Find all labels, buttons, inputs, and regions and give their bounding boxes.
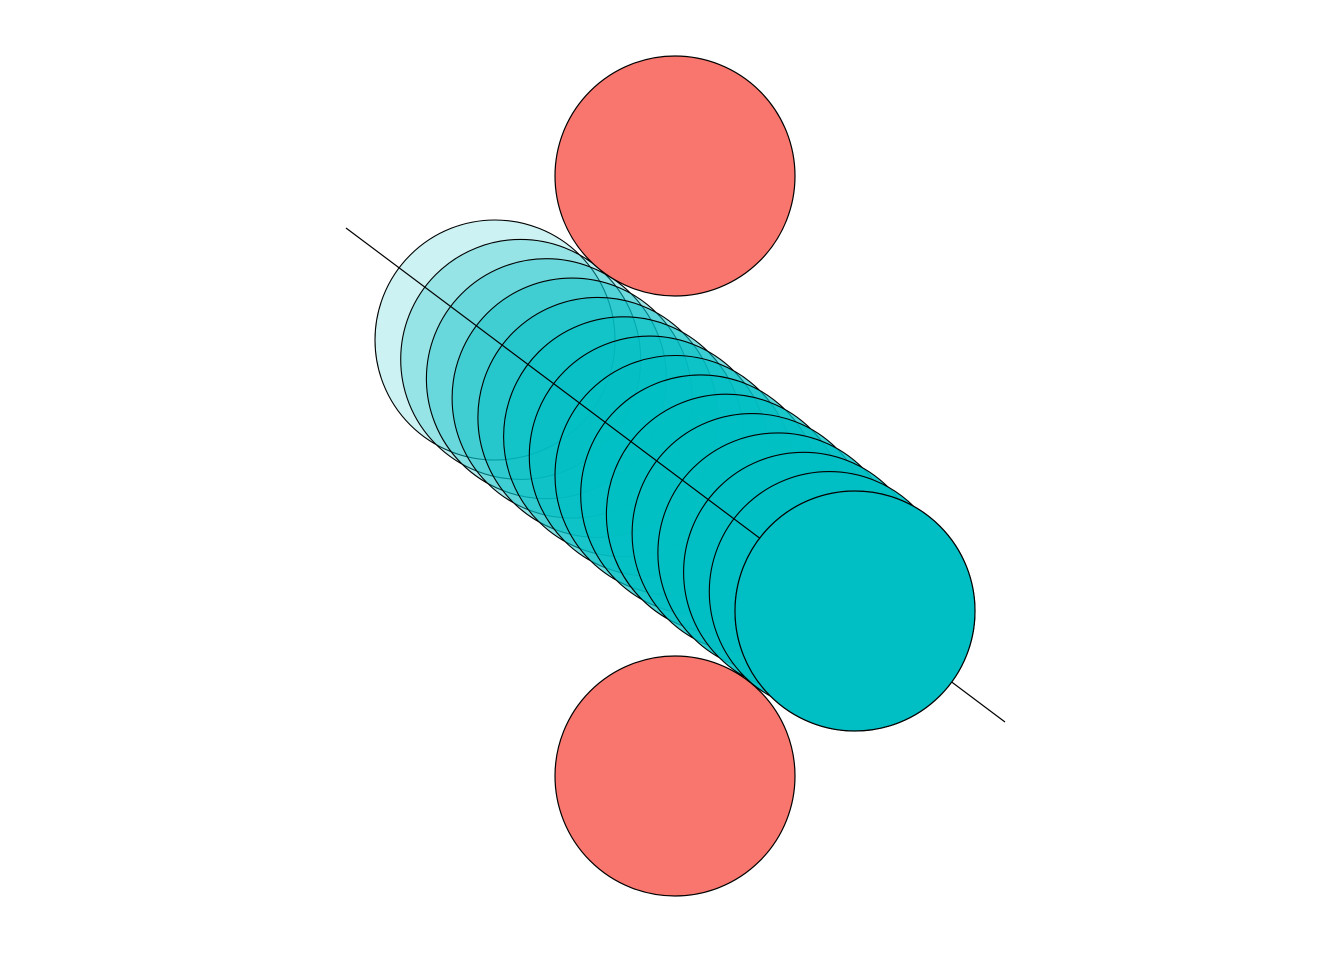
fixed-circle-top (554, 55, 796, 297)
fixed-circle-bottom (554, 655, 796, 897)
moving-circle-final (734, 490, 976, 732)
moving-circle-trail (374, 219, 976, 732)
